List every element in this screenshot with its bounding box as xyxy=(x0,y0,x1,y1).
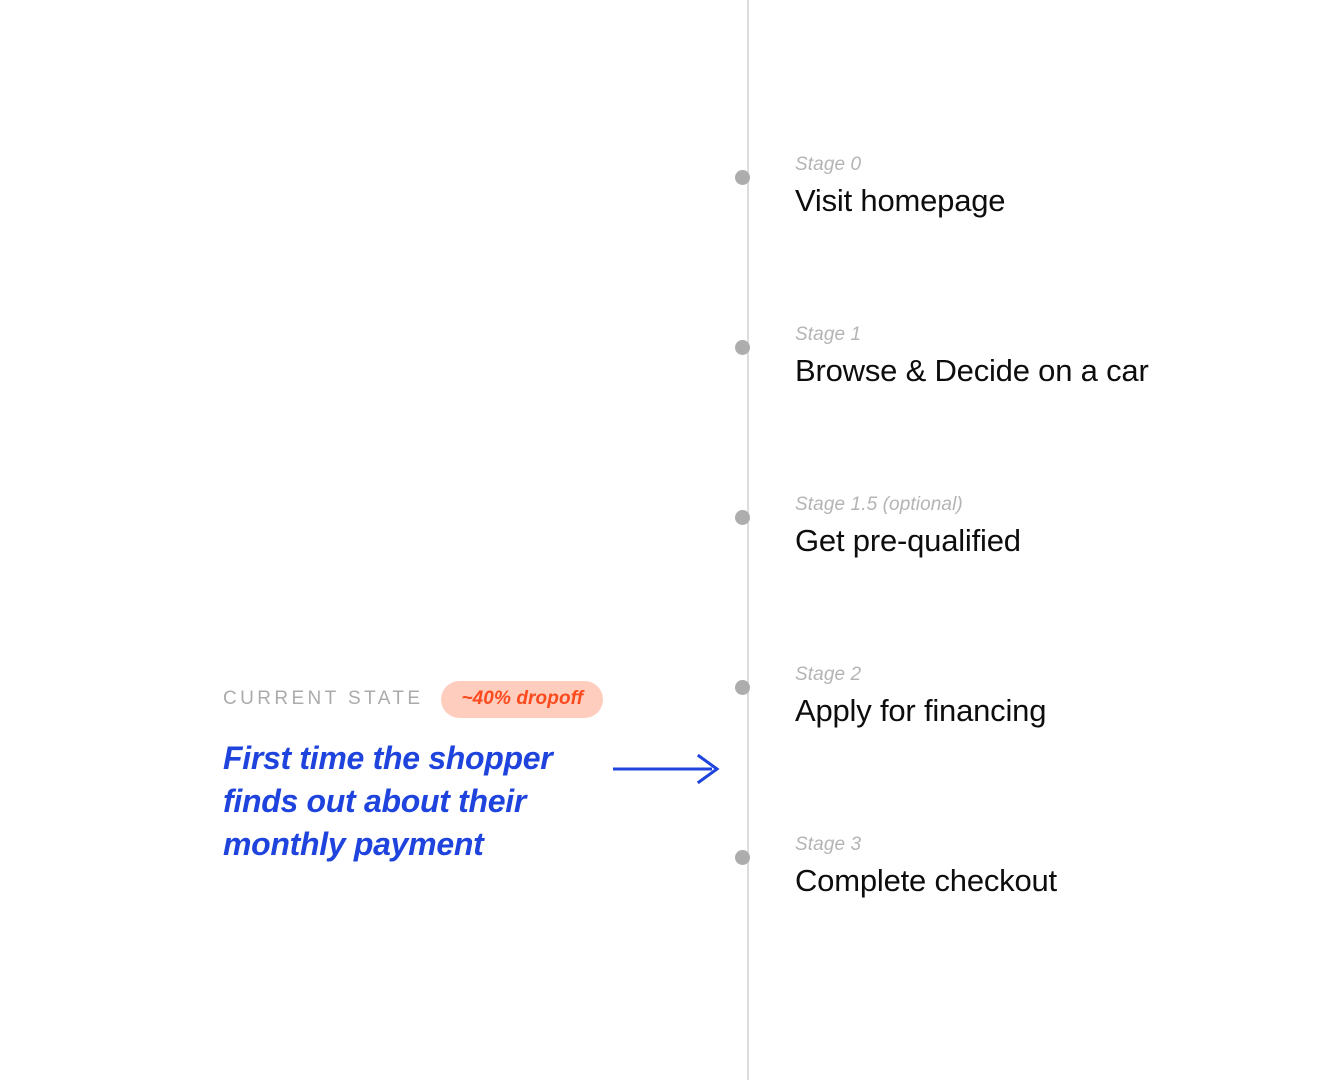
timeline-dot-icon xyxy=(735,850,750,865)
timeline-dot-icon xyxy=(735,340,750,355)
current-state-eyebrow: CURRENT STATE xyxy=(223,688,424,709)
timeline-dot-icon xyxy=(735,680,750,695)
stage-label: Stage 1 xyxy=(795,324,862,345)
timeline-dot-icon xyxy=(735,170,750,185)
stage-label: Stage 0 xyxy=(795,154,862,175)
stage-text-group: Stage 1 Browse & Decide on a car xyxy=(795,323,1149,391)
stage-text-group: Stage 0 Visit homepage xyxy=(795,153,1006,221)
timeline-dot-icon xyxy=(735,510,750,525)
stage-label: Stage 2 xyxy=(795,664,862,685)
callout-line-1: First time the shopper xyxy=(223,740,553,776)
callout-line-2: finds out about their xyxy=(223,783,526,819)
stage-text-group: Stage 1.5 (optional) Get pre-qualified xyxy=(795,493,1021,561)
callout-line-3: monthly payment xyxy=(223,826,484,862)
stage-title: Get pre-qualified xyxy=(795,523,1021,558)
stage-title: Browse & Decide on a car xyxy=(795,353,1149,388)
stage-text-group: Stage 2 Apply for financing xyxy=(795,663,1046,731)
stage-title: Complete checkout xyxy=(795,863,1057,898)
arrow-right-icon xyxy=(613,753,720,785)
timeline-rail xyxy=(747,0,749,1080)
dropoff-badge: ~40% dropoff xyxy=(441,680,604,718)
stage-title: Apply for financing xyxy=(795,693,1047,728)
stage-label: Stage 3 xyxy=(795,834,862,855)
annotation-header: CURRENT STATE ~40% dropoff xyxy=(223,680,643,718)
stage-text-group: Stage 3 Complete checkout xyxy=(795,833,1057,901)
current-state-annotation: CURRENT STATE ~40% dropoff First time th… xyxy=(223,680,643,866)
stage-title: Visit homepage xyxy=(795,183,1006,218)
current-state-callout: First time the shopper finds out about t… xyxy=(223,737,563,866)
stage-label: Stage 1.5 (optional) xyxy=(795,494,963,515)
